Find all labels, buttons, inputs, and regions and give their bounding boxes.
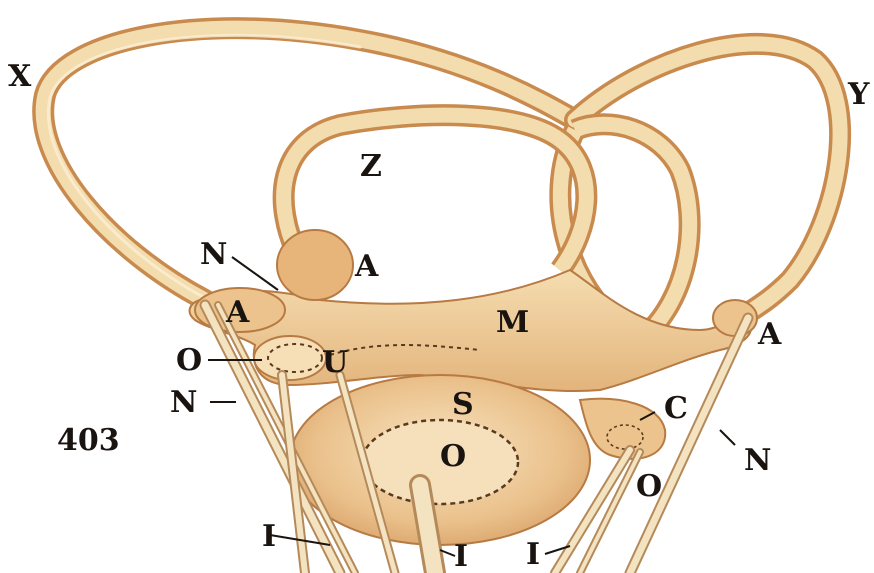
cochlear-canal [580,399,665,459]
label-m: M [496,305,529,340]
label-o-small: O [636,469,662,504]
label-z: Z [360,149,382,184]
label-s: S [452,387,474,422]
label-o-left: O [176,343,202,378]
label-a-top: A [354,249,379,284]
ampulla-top [277,230,353,300]
canal-y [575,44,840,315]
label-a-left: A [225,295,250,330]
label-y: Y [847,77,870,112]
utricle-macula [254,336,326,380]
label-o-center: O [440,439,466,474]
label-a-right: A [757,317,782,352]
label-c: C [664,391,688,426]
label-n-left: N [170,385,197,420]
label-i-center: I [454,539,468,573]
label-x: X [8,59,32,94]
label-n-top: N [200,237,227,272]
figure-number: 403 [57,423,120,458]
label-i-left: I [262,519,276,554]
label-i-right: I [526,537,540,572]
label-n-right: N [744,443,771,478]
label-u: U [322,345,348,380]
